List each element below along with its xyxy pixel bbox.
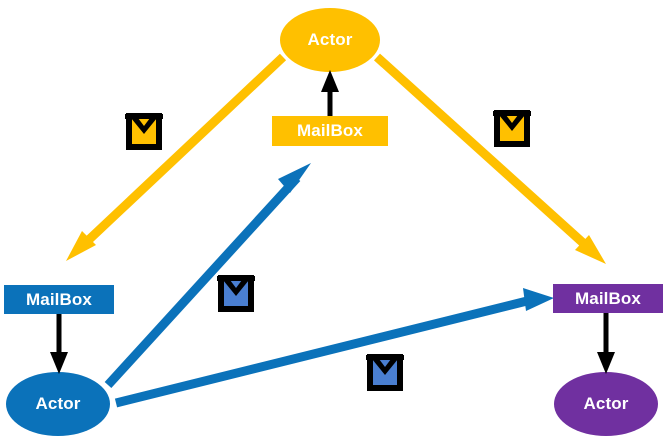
arrow-blue-to-right-mailbox [114,288,554,408]
envelope-top-right-icon [493,110,531,147]
arrow-yellow-to-bottom-right [373,53,606,264]
arrow-top-mailbox-to-actor [321,70,339,116]
arrow-blue-to-top-mailbox [104,163,311,389]
mailbox-bottom-right[interactable] [553,284,663,313]
actor-bottom-left[interactable] [6,372,110,436]
envelope-lower-blue-icon [366,354,404,391]
mailbox-top[interactable] [272,116,388,146]
arrow-yellow-to-bottom-left [66,53,287,261]
envelope-top-left-icon [125,113,163,150]
actor-top[interactable] [280,8,380,72]
mailbox-bottom-left[interactable] [4,285,114,314]
envelope-middle-blue-icon [217,275,255,312]
arrow-bottom-left-mailbox-to-actor [50,314,68,374]
actor-bottom-right[interactable] [554,372,658,436]
arrow-bottom-right-mailbox-to-actor [597,313,615,374]
